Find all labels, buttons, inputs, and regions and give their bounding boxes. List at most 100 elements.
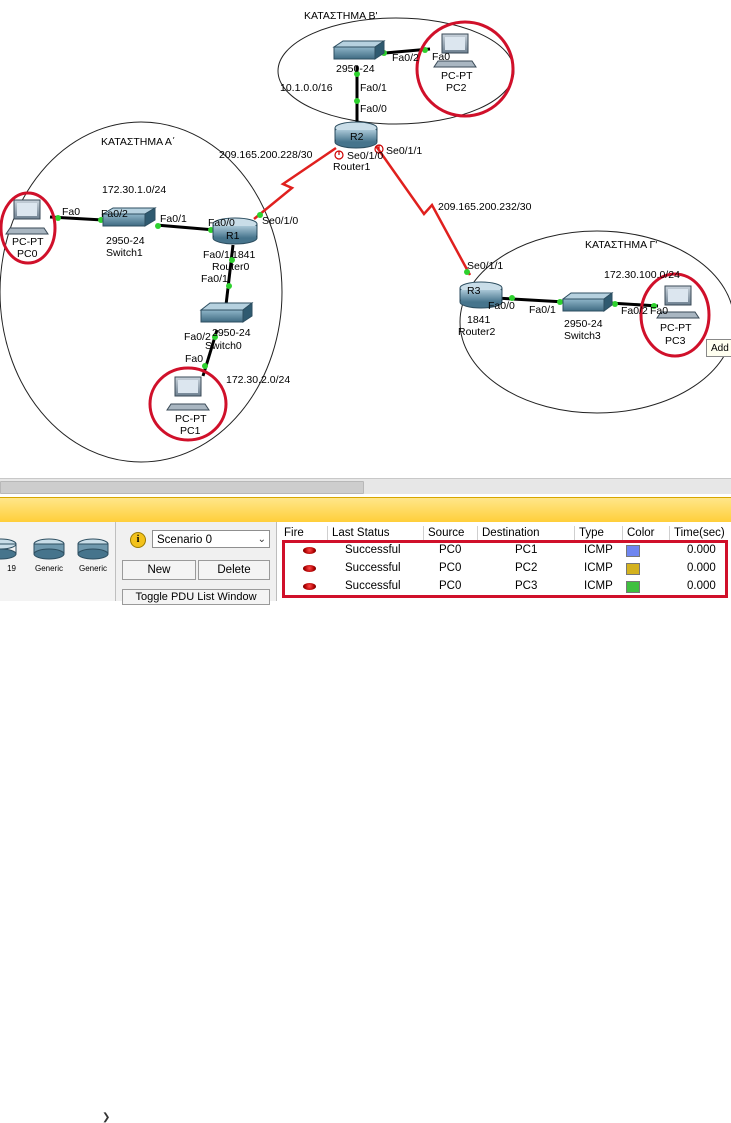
switch2-model: 2950-24 [336,63,375,75]
router-tile-generic[interactable]: Generic [74,536,112,582]
cell-time: 0.000 [687,544,716,556]
router0-tag: R1 [226,230,240,242]
router1-name: Router1 [333,161,371,173]
cell-type: ICMP [584,544,613,556]
switch1-icon [101,207,157,227]
port-label: Fa0 [62,206,81,218]
router-icon [33,538,65,560]
port-label: Fa0/1 [160,213,187,225]
router0-name: Router0 [212,261,250,273]
cell-time: 0.000 [687,562,716,574]
fire-icon[interactable] [303,565,316,572]
column-header-type[interactable]: Type [579,527,604,539]
pc1-icon [166,376,210,411]
column-divider [423,526,424,540]
zone-b-ellipse [277,17,515,125]
cell-status: Successful [345,562,401,574]
port-label: Fa0/2 [392,52,419,64]
port-label: Se0/1/0 [262,215,299,227]
switch3-model: 2950-24 [564,318,603,330]
network-label-wan1: 209.165.200.228/30 [219,149,313,161]
pc2-model: PC-PT [441,70,473,82]
delete-scenario-button[interactable]: Delete [198,560,270,580]
column-header-last-status[interactable]: Last Status [332,527,390,539]
port-label: Fa0/1 [203,249,230,261]
router2-tag: R3 [467,285,481,297]
cell-type: ICMP [584,580,613,592]
table-row[interactable]: Successful PC0 PC2 ICMP 0.000 [277,560,731,578]
port-label: Fa0 [650,305,669,317]
cell-time: 0.000 [687,580,716,592]
column-divider [327,526,328,540]
router-tile-partial[interactable]: 19 [0,536,20,582]
info-icon[interactable]: i [130,532,146,548]
column-header-destination[interactable]: Destination [482,527,540,539]
scenario-select[interactable]: Scenario 0 ⌄ [152,530,270,548]
table-row[interactable]: Successful PC0 PC1 ICMP 0.000 [277,542,731,560]
router0-icon [212,217,258,245]
port-label: Fa0/2 [101,208,128,220]
cell-source: PC0 [439,580,462,592]
column-divider [622,526,623,540]
pc0-name: PC0 [17,248,38,260]
scrollbar-thumb[interactable] [0,481,364,494]
port-label: Se0/1/0 [347,150,384,162]
port-label: Fa0/1 [360,82,387,94]
router1-icon [334,121,378,149]
network-label-g: 172.30.100.0/24 [604,269,680,281]
device-selection-panel: 19 Generic Generic ❯ [0,522,116,1123]
tile-label: 19 [7,564,16,573]
cell-status: Successful [345,544,401,556]
pc2-icon [433,33,477,68]
pc1-model: PC-PT [175,413,207,425]
topology-canvas [0,17,731,463]
switch2-icon [332,40,386,60]
fire-icon[interactable] [303,547,316,554]
fire-icon[interactable] [303,583,316,590]
pc1-name: PC1 [180,425,201,437]
column-header-source[interactable]: Source [428,527,465,539]
zone-g-ellipse [459,230,731,414]
port-label: Fa0/0 [488,300,515,312]
router-icon [0,538,17,560]
new-scenario-button[interactable]: New [122,560,196,580]
router-tile-generic[interactable]: Generic [30,536,68,582]
column-header-color[interactable]: Color [627,527,655,539]
separator [0,494,731,497]
column-header-time[interactable]: Time(sec) [674,527,725,539]
add-tooltip: Add [706,339,731,357]
switch0-name: Switch0 [205,340,242,352]
port-label: Fa0/0 [360,103,387,115]
link-lights [55,47,657,369]
color-swatch [626,563,640,575]
link-router0-switch0 [224,244,235,306]
pc-highlight-circles [0,20,711,442]
link-router2-switch3 [495,296,566,304]
pc0-model: PC-PT [12,236,44,248]
scenario-selected-value: Scenario 0 [157,534,212,546]
toggle-pdu-list-button[interactable]: Toggle PDU List Window [122,589,270,605]
zone-g-title: ΚΑΤΑΣΤΗΜΑ Γ' [585,239,658,251]
workspace-horizontal-scrollbar[interactable] [0,478,731,495]
link-switch1-router0 [155,223,216,232]
cell-type: ICMP [584,562,613,574]
cell-status: Successful [345,580,401,592]
table-row[interactable]: Successful PC0 PC3 ICMP 0.000 [277,578,731,596]
column-header-fire[interactable]: Fire [284,527,304,539]
chevron-right-icon[interactable]: ❯ [102,1112,111,1123]
network-label-a1: 172.30.1.0/24 [102,184,167,196]
router0-model: 1841 [232,249,256,261]
cell-destination: PC3 [515,580,538,592]
column-divider [477,526,478,540]
tile-label: Generic [78,564,107,573]
link-switch3-pc3 [609,301,659,308]
pdu-rows-highlight-box [282,540,728,598]
color-swatch [626,545,640,557]
topology-workspace[interactable]: ΚΑΤΑΣΤΗΜΑ Β' ΚΑΤΑΣΤΗΜΑ Α΄ ΚΑΤΑΣΤΗΜΑ Γ' 1… [0,0,731,478]
pc0-icon [5,199,49,235]
router-icon [77,538,109,560]
switch1-name: Switch1 [106,247,143,259]
port-label: Fa0/0 [208,217,235,229]
network-label-a2: 172.30.2.0/24 [226,374,291,386]
port-label: Fa0 [185,353,204,365]
